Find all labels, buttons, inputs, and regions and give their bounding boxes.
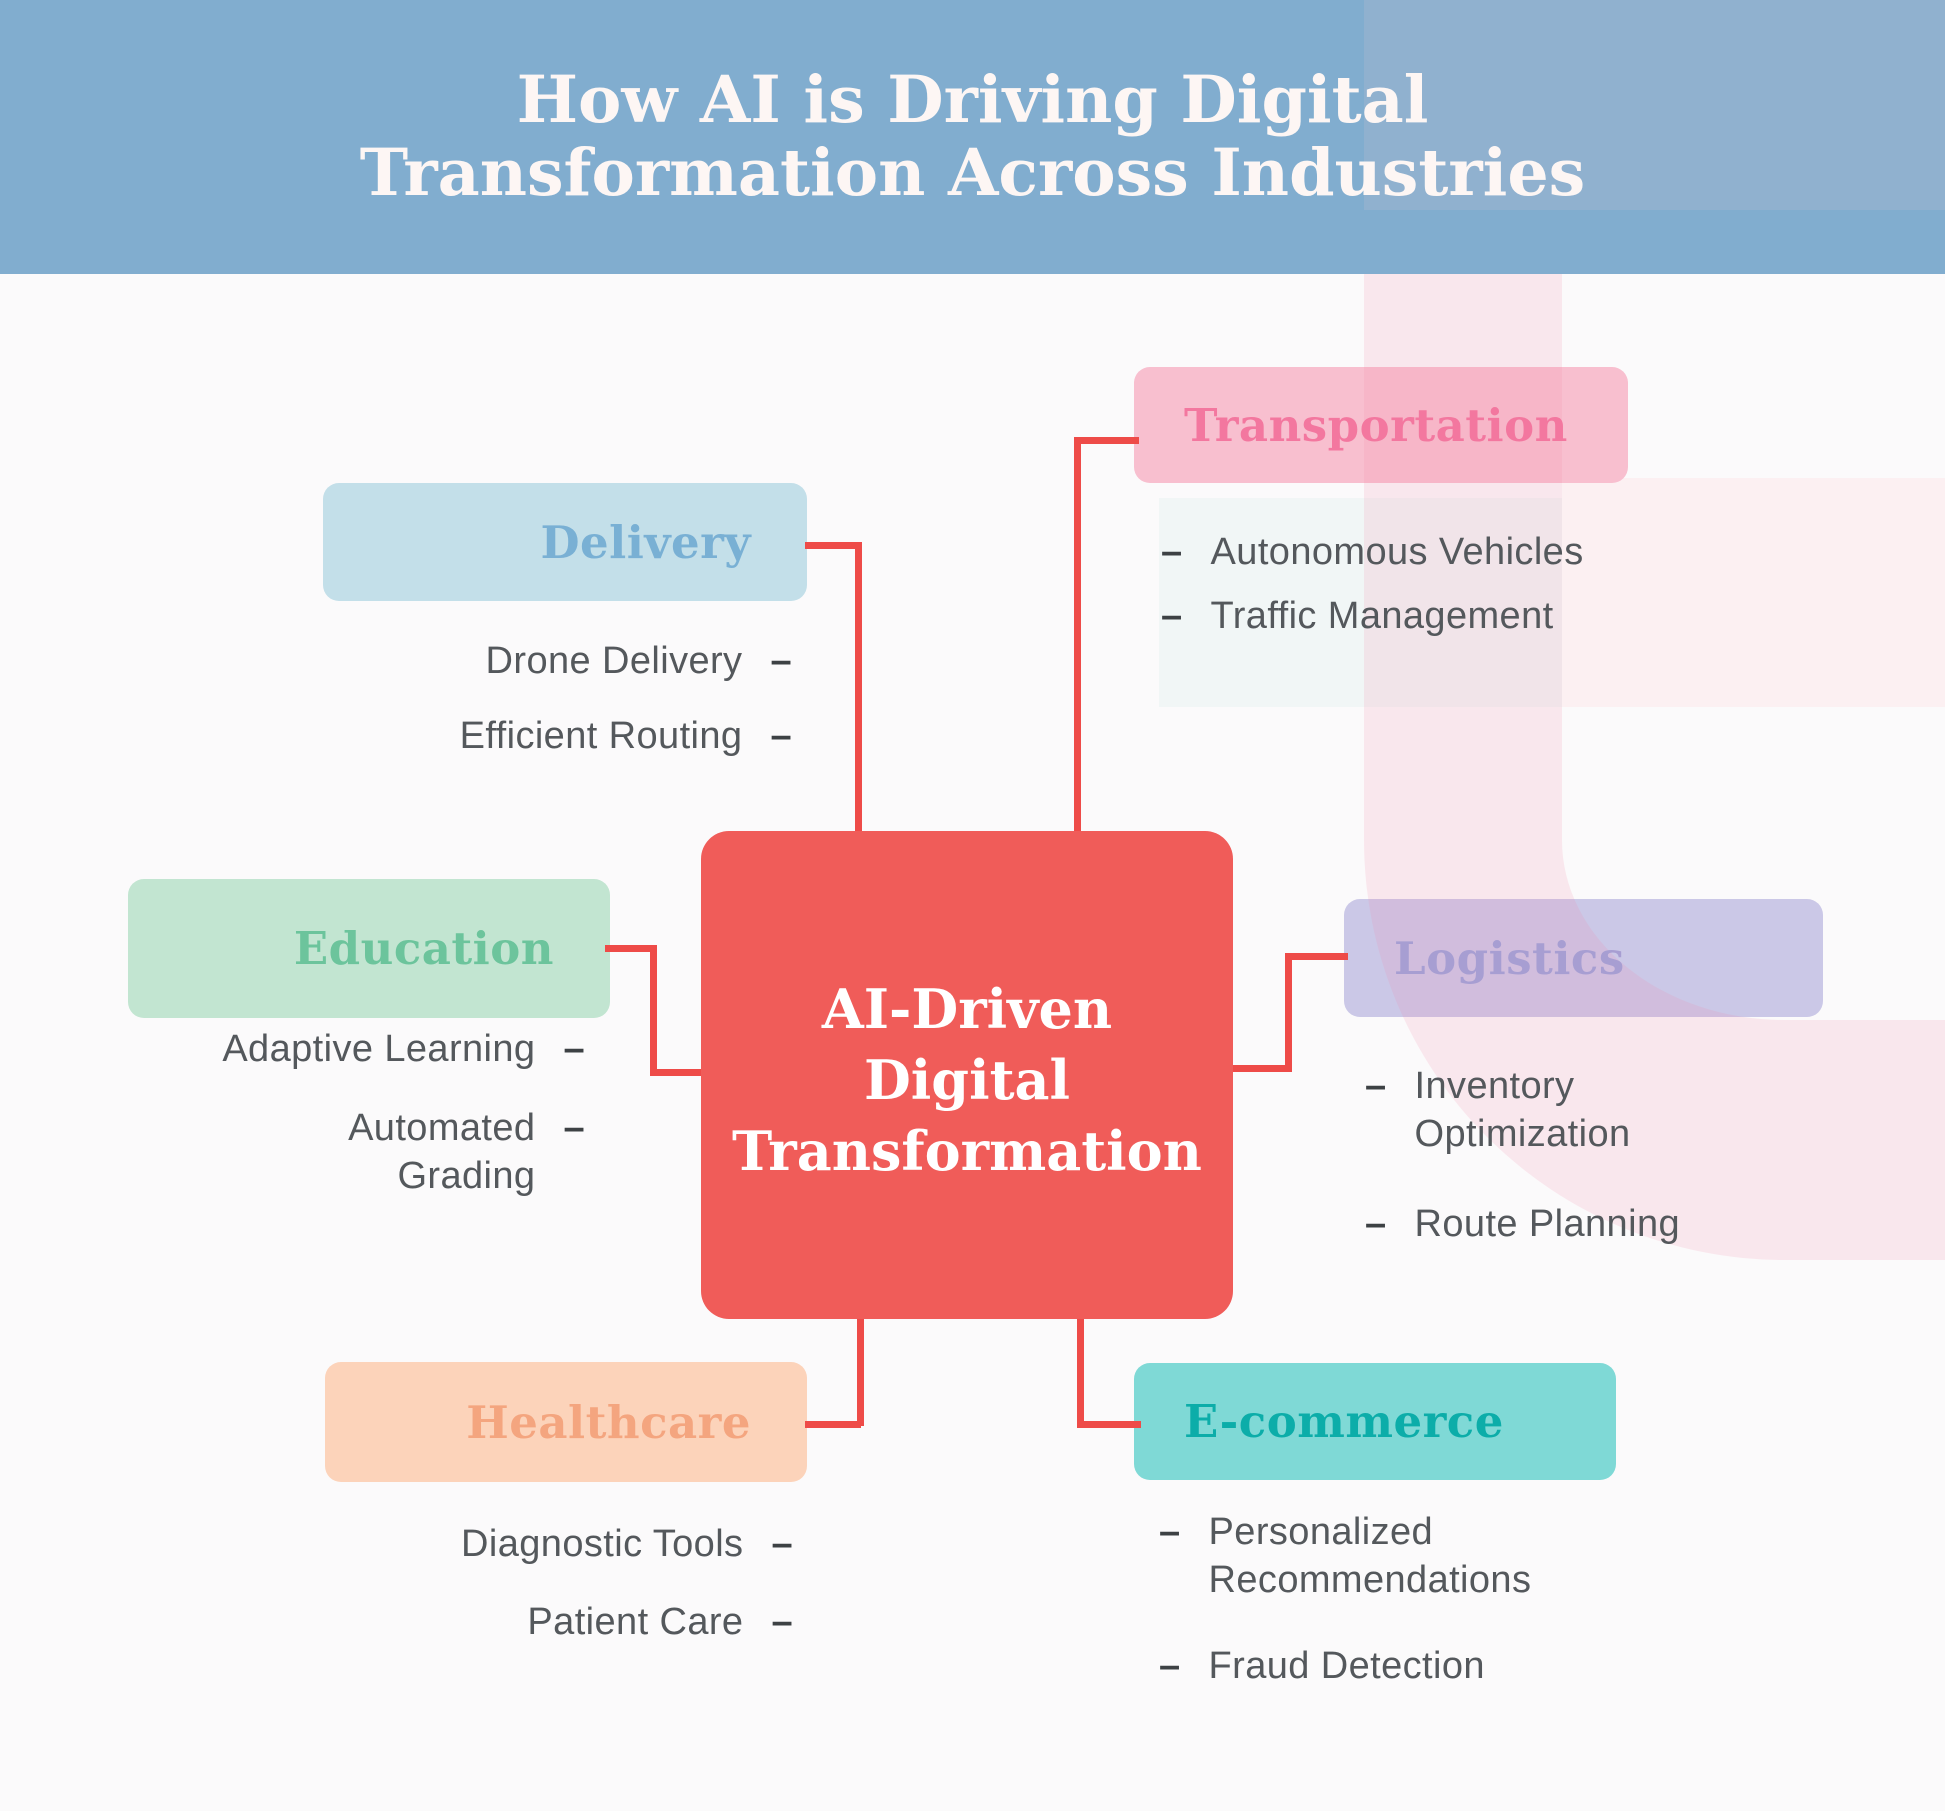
dash-marker: –: [1159, 1645, 1181, 1687]
connector-ecommerce: [1077, 1421, 1141, 1428]
dash-marker: –: [1365, 1203, 1387, 1245]
dash-marker: –: [1365, 1065, 1387, 1107]
item-label: Diagnostic Tools: [461, 1523, 744, 1565]
ecommerce-category-label: E-commerce: [1184, 1395, 1504, 1448]
dash-marker: –: [1159, 1511, 1181, 1553]
connector-transportation: [1074, 437, 1081, 834]
header-banner: How AI is Driving Digital Transformation…: [0, 0, 1945, 274]
connector-education: [650, 1069, 704, 1076]
item-label: Drone Delivery: [485, 640, 743, 682]
list-item: Patient Care –: [325, 1598, 793, 1646]
dash-marker: –: [1161, 595, 1183, 637]
transportation-category-box: Transportation: [1134, 367, 1628, 483]
dash-marker: –: [563, 1028, 585, 1070]
list-item: Diagnostic Tools –: [325, 1520, 793, 1568]
list-item: – Autonomous Vehicles: [1161, 528, 1681, 576]
healthcare-item-list: Diagnostic Tools – Patient Care –: [325, 1520, 793, 1646]
transportation-category-label: Transportation: [1184, 398, 1568, 452]
delivery-item-list: Drone Delivery – Efficient Routing –: [323, 637, 792, 760]
list-item: Adaptive Learning –: [108, 1025, 585, 1073]
item-label: Personalized Recommendations: [1208, 1511, 1532, 1601]
delivery-category-label: Delivery: [540, 515, 751, 569]
list-item: – Route Planning: [1365, 1200, 1825, 1248]
connector-ecommerce: [1077, 1316, 1084, 1426]
item-label: Inventory Optimization: [1414, 1065, 1631, 1155]
list-item: – Traffic Management: [1161, 592, 1681, 640]
dash-marker: –: [770, 715, 792, 757]
page-title: How AI is Driving Digital Transformation…: [0, 0, 1945, 274]
dash-marker: –: [771, 1523, 793, 1565]
item-label: Fraud Detection: [1208, 1645, 1485, 1687]
connector-education: [650, 945, 657, 1076]
healthcare-category-label: Healthcare: [466, 1395, 751, 1449]
page-title-line1: How AI is Driving Digital: [516, 62, 1429, 138]
logistics-category-box: Logistics: [1344, 899, 1823, 1017]
list-item: – Inventory Optimization: [1365, 1062, 1825, 1158]
education-category-label: Education: [293, 922, 554, 975]
connector-delivery: [805, 542, 861, 549]
central-node-label-line1: AI-Driven: [821, 976, 1113, 1041]
list-item: – Personalized Recommendations: [1159, 1508, 1679, 1604]
list-item: Efficient Routing –: [323, 712, 792, 760]
item-label: Automated Grading: [348, 1107, 536, 1197]
header-tint-band: [1364, 0, 1945, 210]
healthcare-category-box: Healthcare: [325, 1362, 807, 1482]
item-label: Traffic Management: [1210, 595, 1554, 637]
connector-delivery: [855, 542, 862, 834]
central-node: AI-Driven Digital Transformation: [701, 831, 1233, 1319]
central-node-label-line3: Transformation: [732, 1118, 1202, 1183]
dash-marker: –: [1161, 531, 1183, 573]
item-label: Adaptive Learning: [222, 1028, 536, 1070]
delivery-category-box: Delivery: [323, 483, 807, 601]
list-item: Automated Grading –: [108, 1104, 585, 1200]
item-label: Route Planning: [1414, 1203, 1681, 1245]
item-label: Patient Care: [527, 1601, 744, 1643]
connector-healthcare: [857, 1316, 864, 1426]
ecommerce-category-box: E-commerce: [1134, 1363, 1616, 1480]
dash-marker: –: [770, 640, 792, 682]
dash-marker: –: [771, 1601, 793, 1643]
connector-logistics: [1230, 1065, 1290, 1072]
item-label: Autonomous Vehicles: [1210, 531, 1584, 573]
ecommerce-item-list: – Personalized Recommendations – Fraud D…: [1159, 1508, 1679, 1690]
item-label: Efficient Routing: [459, 715, 743, 757]
connector-logistics: [1285, 953, 1348, 960]
education-category-box: Education: [128, 879, 610, 1018]
connector-transportation: [1074, 437, 1139, 444]
education-item-list: Adaptive Learning – Automated Grading –: [108, 1025, 585, 1200]
connector-healthcare: [805, 1421, 861, 1428]
logistics-item-list: – Inventory Optimization – Route Plannin…: [1365, 1062, 1825, 1248]
page-title-line2: Transformation Across Industries: [359, 135, 1586, 211]
connector-logistics: [1285, 953, 1292, 1072]
dash-marker: –: [563, 1107, 585, 1149]
list-item: – Fraud Detection: [1159, 1642, 1679, 1690]
transportation-item-list: – Autonomous Vehicles – Traffic Manageme…: [1161, 528, 1681, 640]
list-item: Drone Delivery –: [323, 637, 792, 685]
connector-education: [605, 945, 655, 952]
logistics-category-label: Logistics: [1394, 931, 1625, 985]
central-node-label-line2: Digital: [863, 1047, 1071, 1112]
